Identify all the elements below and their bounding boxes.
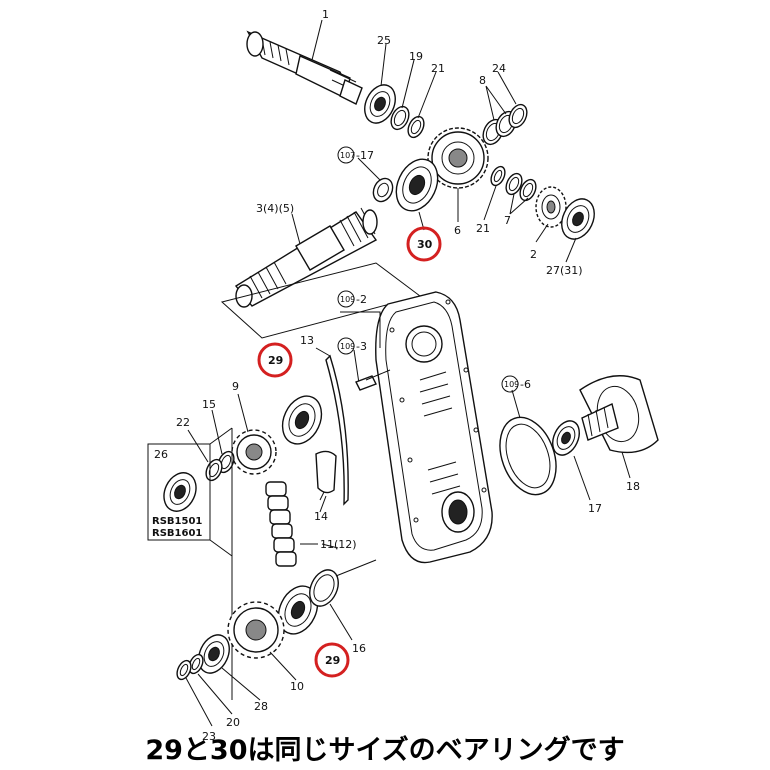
caption: 29と30は同じサイズのベアリングです [145, 735, 625, 766]
gear-6 [427, 127, 489, 189]
rings-7 [505, 172, 537, 202]
label-29-upper: 29 [268, 354, 283, 367]
label-21-top: 21 [431, 62, 445, 75]
sprocket-10 [227, 601, 285, 659]
label-rsb1601: RSB1601 [152, 528, 202, 539]
label-17-top: -17 [356, 149, 374, 162]
shoe-14 [315, 450, 337, 501]
label-17-right: 17 [588, 502, 602, 515]
label-22: 22 [176, 416, 190, 429]
highlight-circles [257, 226, 442, 678]
gear-2 [535, 186, 567, 228]
bearing-29-upper [281, 395, 323, 445]
label-19: 19 [409, 50, 423, 63]
label-13: 13 [300, 334, 314, 347]
bearing-29-lower [277, 585, 319, 635]
label-rsb1501: RSB1501 [152, 516, 202, 527]
leader-lines-lower [185, 393, 353, 727]
label-18: 18 [626, 480, 640, 493]
inset-bearing-26 [147, 427, 233, 700]
bearing-25 [364, 84, 396, 124]
pins-109 [340, 311, 391, 391]
bearing-30 [395, 158, 439, 212]
tensioner-13 [315, 347, 349, 506]
shaft-3 [234, 207, 378, 308]
label-27-31: 27(31) [546, 264, 583, 277]
ring-16 [309, 559, 377, 607]
label-23: 23 [202, 730, 216, 743]
label-6: 6 [454, 224, 461, 237]
label-9: 9 [232, 380, 239, 393]
label-29-lower: 29 [325, 654, 340, 667]
shaft-1 [246, 30, 363, 105]
label-30: 30 [417, 238, 433, 251]
label-109-b: 109 [340, 342, 355, 351]
rings-20-23 [176, 653, 204, 681]
spacer-17 [372, 177, 394, 203]
snap-ring-21-lower [490, 165, 506, 187]
label-109-a: 109 [340, 295, 355, 304]
label-7: 7 [504, 214, 511, 227]
label-11-12: 11(12) [320, 538, 357, 551]
label-1: 1 [322, 8, 329, 21]
ring-19 [390, 105, 410, 131]
label-3-sub: -3 [356, 340, 367, 353]
label-25: 25 [377, 34, 391, 47]
label-20: 20 [226, 716, 240, 729]
ring-24 [508, 103, 528, 129]
bearing-27 [561, 198, 595, 240]
label-2-sub: -2 [356, 293, 367, 306]
output-housing-18 [579, 375, 659, 479]
label-6-sub: -6 [520, 378, 531, 391]
label-16: 16 [352, 642, 366, 655]
label-10: 10 [290, 680, 304, 693]
label-24: 24 [492, 62, 506, 75]
label-28: 28 [254, 700, 268, 713]
label-109-c: 109 [504, 380, 519, 389]
reference-circles [337, 146, 519, 393]
bearing-17-right [552, 420, 591, 501]
label-107: 107 [340, 151, 355, 160]
label-26: 26 [154, 448, 168, 461]
leader-lines-top [291, 19, 577, 263]
chain-11 [265, 481, 318, 567]
snap-ring-21-upper [407, 115, 425, 139]
label-14: 14 [314, 510, 328, 523]
label-21-bottom: 21 [476, 222, 490, 235]
label-15: 15 [202, 398, 216, 411]
label-8: 8 [479, 74, 486, 87]
bearing-28 [198, 634, 230, 674]
label-2: 2 [530, 248, 537, 261]
transmission-case [375, 291, 493, 564]
label-3-4-5: 3(4)(5) [256, 202, 294, 215]
sprocket-9 [231, 429, 277, 475]
